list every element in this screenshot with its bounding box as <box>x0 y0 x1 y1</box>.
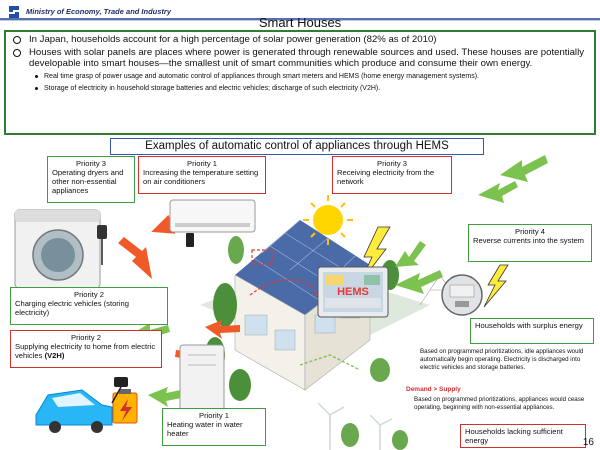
priority2-v2h-box: Priority 2 Supplying electricity to home… <box>10 330 162 368</box>
box-text: Increasing the temperature setting on ai… <box>143 168 258 186</box>
priority-label: Priority 4 <box>473 227 587 236</box>
priority-label: Priority 1 <box>143 159 261 168</box>
priority-label: Priority 3 <box>337 159 447 168</box>
air-conditioner-icon <box>170 200 255 232</box>
electric-car-icon <box>36 390 112 433</box>
dot-bullet-icon <box>35 75 38 78</box>
priority-label: Priority 3 <box>52 159 130 168</box>
priority-label: Priority 2 <box>15 290 163 299</box>
box-text: Heating water in water heater <box>167 420 243 438</box>
box-text: Receiving electricity from the network <box>337 168 434 186</box>
priority3-receive-box: Priority 3 Receiving electricity from th… <box>332 156 452 194</box>
circle-bullet-icon <box>13 36 21 44</box>
priority-label: Priority 2 <box>15 333 157 342</box>
box-text: Households with surplus energy <box>475 321 583 330</box>
demand-supply-lacking-label: Demand > Supply <box>406 386 496 393</box>
smart-meter-icon <box>442 275 482 315</box>
priority3-dryer-box: Priority 3 Operating dryers and other no… <box>47 156 135 203</box>
summary-sub-bullet: Real time grasp of power usage and autom… <box>12 72 588 81</box>
demand-supply-surplus-label: Demand > Supply <box>410 322 458 336</box>
dot-bullet-icon <box>35 87 38 90</box>
priority1-aircon-box: Priority 1 Increasing the temperature se… <box>138 156 266 194</box>
page-title: Smart Houses <box>0 15 600 30</box>
priority2-charge-ev-box: Priority 2 Charging electric vehicles (s… <box>10 287 168 325</box>
box-text: Reverse currents into the system <box>473 236 584 245</box>
washing-machine-icon <box>15 210 100 288</box>
surplus-households-box: Households with surplus energy <box>470 318 594 344</box>
page-number: 16 <box>583 437 594 448</box>
lacking-households-box: Households lacking sufficient energy <box>460 424 586 448</box>
circle-bullet-icon <box>13 49 21 57</box>
box-text: Households lacking sufficient energy <box>465 427 563 445</box>
summary-bullet: In Japan, households account for a high … <box>12 35 588 46</box>
water-heater-icon <box>180 345 224 410</box>
priority-label: Priority 1 <box>167 411 261 420</box>
box-text: Operating dryers and other non-essential… <box>52 168 123 195</box>
v2h-bold: (V2H) <box>45 351 65 360</box>
lightning-icon <box>484 265 508 307</box>
priority4-reverse-box: Priority 4 Reverse currents into the sys… <box>468 224 592 262</box>
box-text: Supplying electricity to home from elect… <box>15 342 155 360</box>
box-text: Charging electric vehicles (storing elec… <box>15 299 129 317</box>
lacking-note: Based on programmed prioritizations, app… <box>414 396 588 412</box>
summary-sub-bullet: Storage of electricity in household stor… <box>12 84 588 93</box>
summary-box: In Japan, households account for a high … <box>4 30 596 135</box>
examples-title: Examples of automatic control of applian… <box>110 138 484 155</box>
ac-remote-icon <box>186 233 194 247</box>
hems-display: HEMS <box>318 267 388 317</box>
priority1-heater-box: Priority 1 Heating water in water heater <box>162 408 266 446</box>
hems-label: HEMS <box>337 286 369 298</box>
summary-bullet: Houses with solar panels are places wher… <box>12 48 588 70</box>
surplus-note: Based on programmed prioritizations, idl… <box>420 348 588 371</box>
